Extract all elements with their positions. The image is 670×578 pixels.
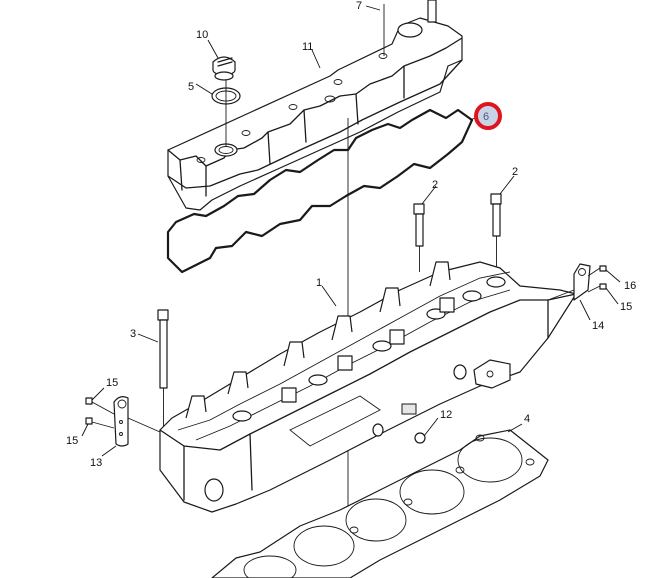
callout-2-right[interactable]: 2 — [512, 166, 518, 178]
head-gasket[interactable] — [211, 429, 549, 578]
callout-2-left[interactable]: 2 — [432, 179, 438, 191]
callout-5[interactable]: 5 — [188, 81, 194, 93]
lifting-bracket-front[interactable] — [113, 396, 129, 447]
long-head-bolt[interactable] — [157, 309, 169, 430]
callout-4[interactable]: 4 — [524, 413, 530, 425]
oil-filler-cap[interactable] — [212, 56, 236, 81]
callout-15-front-lower[interactable]: 15 — [66, 435, 78, 447]
valve-cover[interactable] — [167, 0, 463, 211]
callout-13[interactable]: 13 — [90, 457, 102, 469]
lifting-bracket-rear[interactable] — [547, 263, 591, 301]
highlight-ring[interactable] — [474, 102, 502, 130]
head-bolt[interactable] — [413, 203, 425, 272]
cylinder-head[interactable] — [159, 261, 577, 513]
head-bolt[interactable] — [490, 193, 502, 270]
callout-15-rear[interactable]: 15 — [620, 301, 632, 313]
bolt-16[interactable] — [599, 265, 607, 272]
callout-15-front-upper[interactable]: 15 — [106, 377, 118, 389]
callout-3[interactable]: 3 — [130, 328, 136, 340]
plug[interactable] — [414, 432, 426, 444]
valve-cover-gasket[interactable] — [166, 108, 474, 274]
callout-6[interactable]: 6 — [483, 111, 489, 123]
callout-1[interactable]: 1 — [316, 277, 322, 289]
callout-12[interactable]: 12 — [440, 409, 452, 421]
callout-7[interactable]: 7 — [356, 0, 362, 12]
callout-10[interactable]: 10 — [196, 29, 208, 41]
callout-14[interactable]: 14 — [592, 320, 604, 332]
callout-leaders — [81, 5, 621, 457]
bolt-15-rear[interactable] — [599, 283, 607, 290]
callout-16[interactable]: 16 — [624, 280, 636, 292]
callout-11[interactable]: 11 — [302, 41, 313, 53]
bolt-15-front-upper[interactable] — [85, 397, 93, 405]
bolt-15-front-lower[interactable] — [85, 417, 93, 425]
